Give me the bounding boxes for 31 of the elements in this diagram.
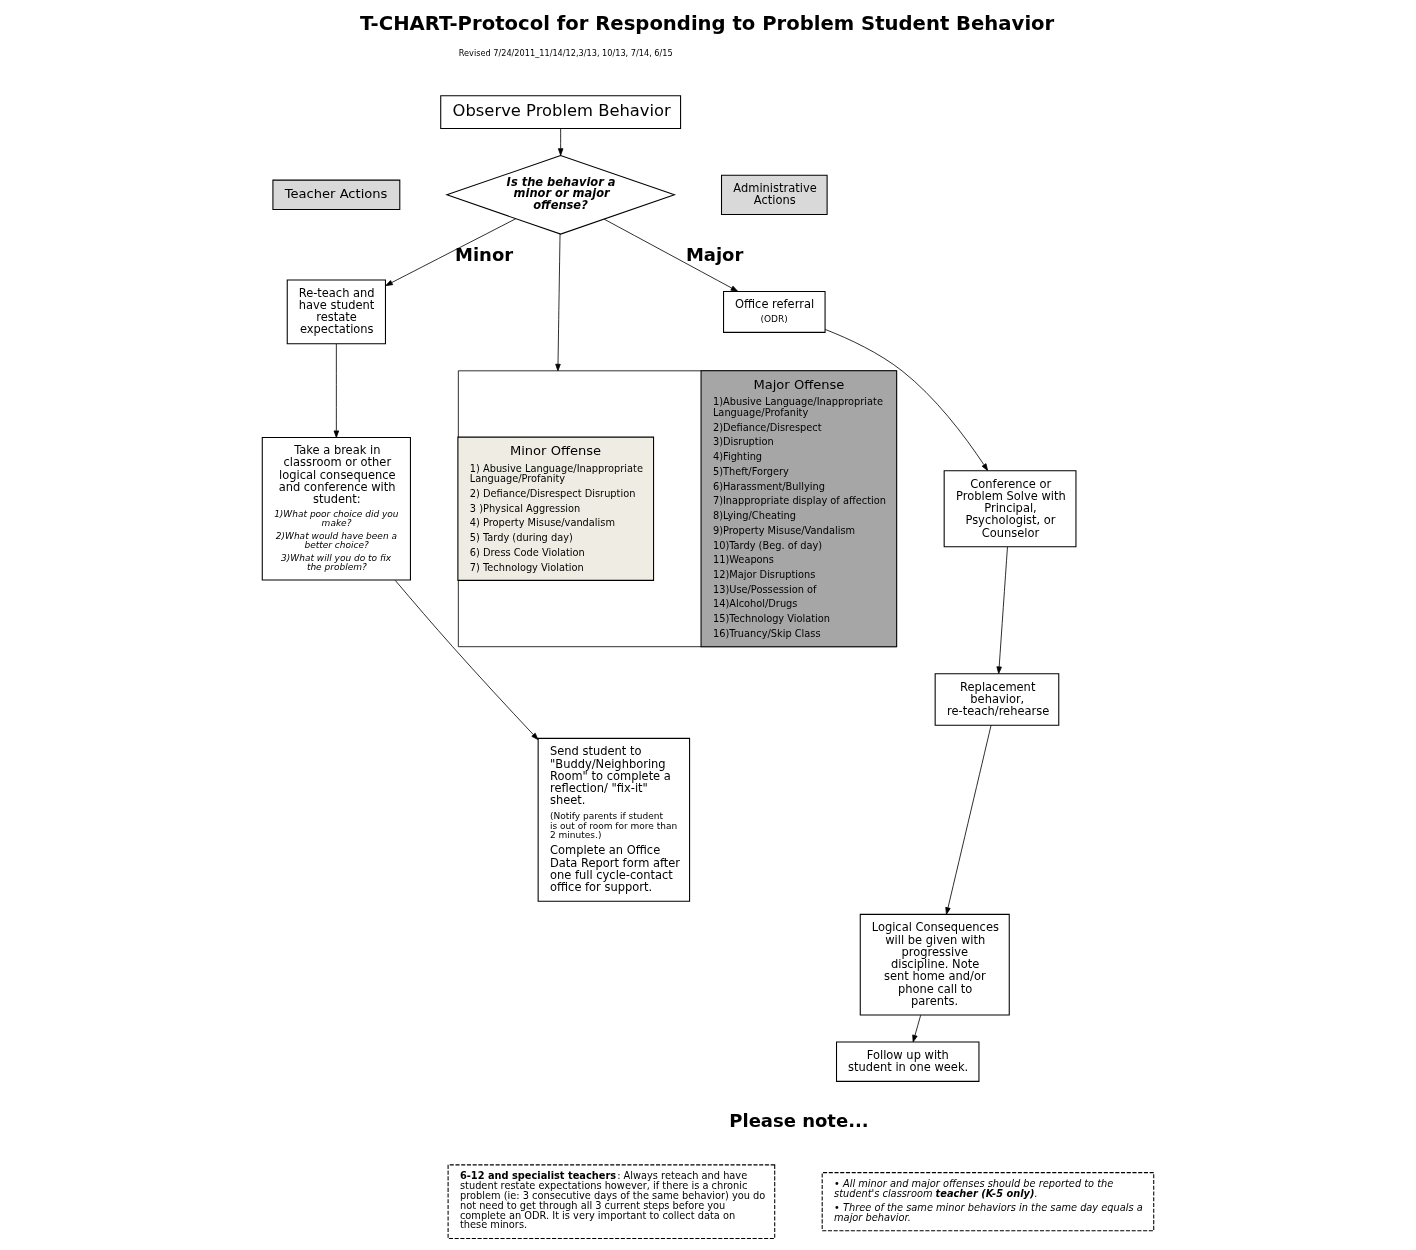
arrow: [333, 343, 340, 438]
node-box: Send student to "Buddy/Neighboring Room" to complete a reflection/ "fix-it" sheet. (Notify parents if student is out of room for more than 2 minutes.) Complete an Office Data Report form after one full cycle-contact office for support.: [537, 737, 691, 902]
node-box: Replacement behavior, re-teach/rehearse: [934, 673, 1060, 726]
node-diamond: Is the behavior a minor or major offense?: [445, 154, 677, 235]
node-box: Administrative Actions: [721, 174, 828, 215]
edge-label: Major: [685, 243, 744, 265]
arrow: [912, 1014, 922, 1043]
node-box: 6-12 and specialist teachers: Always reteach and have student restate expectations however, if there is a chronic problem (ie: 3 consecutive days of the same behavior) you do not need to get through all 3 current steps before you complete an ODR. It is very important to collect data on these minors.: [447, 1164, 776, 1240]
node-box: Teacher Actions: [272, 179, 401, 211]
diagram-title: T-CHART-Protocol for Responding to Problem Student Behavior: [360, 11, 1055, 35]
arrow: [824, 329, 989, 471]
node-box: Office referral (ODR): [723, 290, 826, 333]
node-box: Observe Problem Behavior: [440, 95, 682, 130]
label: Please note...: [729, 1109, 869, 1131]
node-box: Major Offense 1)Abusive Language/Inappropriate Language/Profanity 2)Defiance/Disrespect 3)Disruption 4)Fighting 5)Theft/Forgery 6)Harassment/Bullying 7)Inappropriate display of affection 8)Lying/Cheating 9)Property Misuse/Vandalism 10)Tardy (Beg. of day) 11)Weapons 12)Major Disruptions 13)Use/Possession of 14)Alcohol/Drugs 15)Technology Violation 16)Truancy/Skip Class: [700, 370, 898, 648]
arrow: [603, 218, 739, 292]
arrow: [385, 218, 517, 287]
node-box: Conference or Problem Solve with Principal, Psychologist, or Counselor: [943, 470, 1077, 548]
arrow: [555, 233, 561, 372]
arrow: [557, 128, 564, 156]
edge-label: Minor: [455, 243, 514, 265]
node-box: Minor Offense 1) Abusive Language/Inappropriate Language/Profanity 2) Defiance/Disrespect Disruption 3 )Physical Aggression 4) Property Misuse/vandalism 5) Tardy (during day) 6) Dress Code Violation 7) Technology Violation: [457, 436, 655, 581]
arrow: [945, 724, 992, 915]
node-box: Take a break in classroom or other logical consequence and conference with student: 1)What poor choice did you make? 2)What would have been a better choice? 3)What will you do to fix the problem?: [261, 437, 411, 581]
arrow: [996, 546, 1008, 674]
label: Revised 7/24/2011_11/14/12,3/13, 10/13, 7/14, 6/15: [458, 48, 673, 59]
node-box: Re-teach and have student restate expectations: [286, 279, 386, 345]
node-box: • All minor and major offenses should be reported to the student's classroom teacher (K-5 only). • Three of the same minor behaviors in the same day equals a major behavior.: [821, 1172, 1155, 1232]
arrow: [394, 579, 539, 740]
node-box: Logical Consequences will be given with progressive discipline. Note sent home and/or phone call to parents.: [859, 913, 1010, 1016]
node-box: Follow up with student in one week.: [836, 1041, 980, 1082]
